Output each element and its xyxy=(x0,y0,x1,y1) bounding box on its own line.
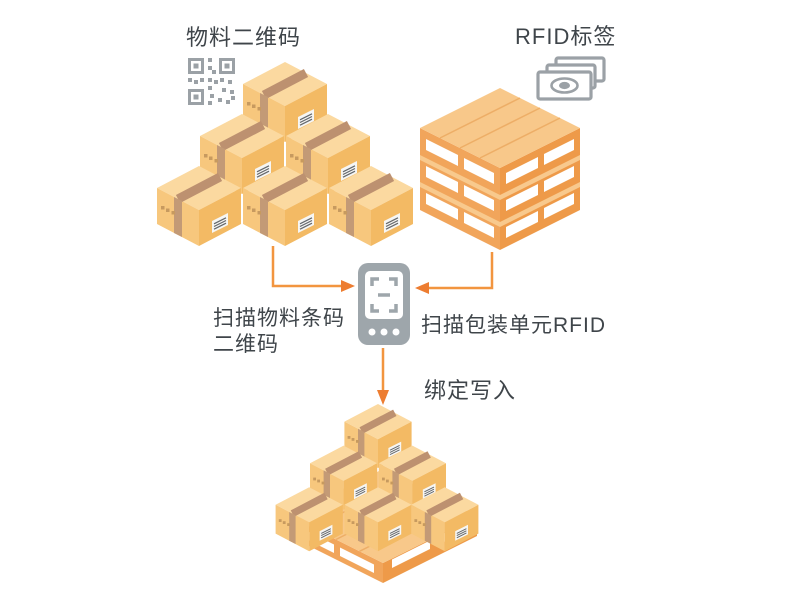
bind-write-label: 绑定写入 xyxy=(424,378,517,403)
arrow-rfid-to-scanner xyxy=(415,252,494,294)
material-qr-title: 物料二维码 xyxy=(186,25,302,50)
scan-material-label: 扫描物料条码 二维码 xyxy=(213,306,345,358)
scanner-device-icon xyxy=(358,263,410,345)
pallet-with-boxes-graphic xyxy=(275,403,479,583)
scan-rfid-label: 扫描包装单元RFID xyxy=(421,314,606,337)
pallet-stack-graphic xyxy=(420,88,580,250)
scan-material-label-line1: 扫描物料条码 xyxy=(213,307,345,330)
rfid-tag-icon xyxy=(536,56,606,101)
rfid-tags-title: RFID标签 xyxy=(515,24,617,49)
arrow-material-to-scanner xyxy=(271,246,355,292)
scan-material-label-line2: 二维码 xyxy=(213,333,279,356)
arrow-scanner-to-pallet xyxy=(377,348,389,405)
qr-code-icon xyxy=(188,58,235,105)
